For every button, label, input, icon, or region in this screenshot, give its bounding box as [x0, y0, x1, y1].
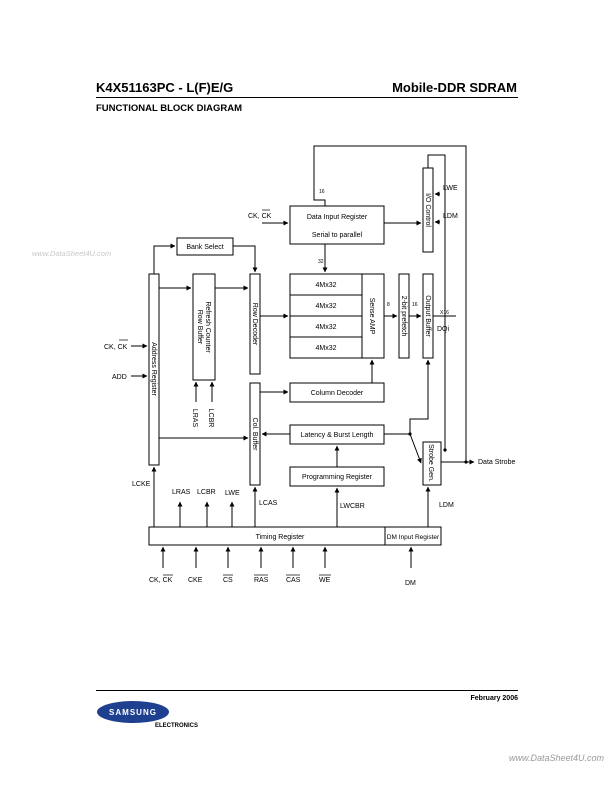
- wire: [409, 433, 422, 464]
- header-rule: [96, 97, 518, 98]
- wire: [233, 245, 258, 273]
- latency-burst-label: Latency & Burst Length: [301, 432, 374, 439]
- io-control-label: I/O Control: [424, 193, 431, 227]
- junction-dot: [408, 432, 412, 436]
- lras-rc-label: LRAS: [191, 409, 198, 428]
- dqi-label: DQi: [437, 326, 450, 333]
- row-buffer-label: Row Buffer: [196, 310, 203, 345]
- input-cke-label: CKE: [188, 577, 203, 584]
- data-input-register-label: Data Input Register: [307, 214, 368, 221]
- column-decoder-label: Column Decoder: [311, 390, 364, 397]
- wire: [384, 359, 431, 435]
- lcke-label: LCKE: [132, 481, 151, 488]
- io-feedback-wire: [427, 154, 446, 450]
- input-cs-label: CS: [223, 577, 233, 584]
- junction-dot: [443, 448, 447, 452]
- bus-width-label: 16: [319, 189, 325, 195]
- watermark-bottom: www.DataSheet4U.com: [508, 753, 604, 763]
- input-ck-label: CK, CK: [149, 577, 173, 584]
- strobe-gen-box: [422, 441, 442, 486]
- samsung-logo-ellipse: [97, 701, 169, 723]
- bus-width-label: X16: [440, 310, 449, 316]
- refresh-counter-label: Refresh Counter: [204, 301, 211, 353]
- input-ras-label: RAS: [254, 577, 269, 584]
- strobe-gen-label: Strobe Gen.: [427, 444, 434, 482]
- sense-amp-label: Sense AMP: [368, 298, 375, 335]
- footer-rule: [96, 690, 518, 691]
- data-input-register-box: [289, 205, 385, 245]
- prefetch-label: 2-bit prefetch: [400, 296, 407, 337]
- bus-width-label: 16: [412, 302, 418, 308]
- col-buffer-label: Col. Buffer: [251, 418, 258, 452]
- address-register-label: Address Register: [150, 342, 157, 396]
- junction-dot: [464, 460, 468, 464]
- row-decoder-label: Row Decoder: [251, 303, 258, 346]
- watermark-left: www.DataSheet4U.com: [32, 249, 112, 258]
- data-strobe-label: Data Strobe: [478, 459, 515, 466]
- row-decoder-box: [249, 273, 261, 375]
- samsung-logo: SAMSUNG ELECTRONICS: [97, 701, 198, 729]
- top-loop-wire: [313, 145, 467, 462]
- memory-bank-label: 4Mx32: [315, 345, 336, 352]
- ldm-label: LDM: [443, 213, 458, 220]
- lwcbr-label: LWCBR: [340, 503, 365, 510]
- lwe-low-label: LWE: [225, 490, 240, 497]
- refresh-counter-box: [192, 273, 216, 381]
- wire: [153, 243, 176, 274]
- lcas-label: LCAS: [259, 500, 278, 507]
- ck-top-label: CK, CK: [248, 213, 272, 220]
- bus-width-label: 8: [387, 302, 390, 308]
- dm-input-register-label: DM Input Register: [387, 534, 440, 541]
- part-number: K4X51163PC - L(F)E/G: [96, 80, 234, 95]
- programming-register-label: Programming Register: [302, 474, 373, 481]
- data-input-register-sublabel: Serial to parallel: [312, 232, 363, 239]
- footer-date: February 2006: [470, 695, 518, 702]
- section-title: FUNCTIONAL BLOCK DIAGRAM: [96, 103, 243, 114]
- timing-register-label: Timing Register: [256, 534, 305, 541]
- lras-label: LRAS: [172, 489, 191, 496]
- column-decoder-box: [289, 382, 385, 403]
- lwe-label: LWE: [443, 185, 458, 192]
- input-dm-label: DM: [405, 580, 416, 587]
- dm-input-register-box: [384, 526, 442, 546]
- input-we-label: WE: [319, 577, 331, 584]
- memory-bank-label: 4Mx32: [315, 303, 336, 310]
- col-buffer-box: [249, 382, 261, 486]
- memory-bank-label: 4Mx32: [315, 282, 336, 289]
- bank-select-label: Bank Select: [186, 244, 223, 251]
- output-buffer-label: Output Buffer: [424, 295, 431, 337]
- lcbr-rc-label: LCBR: [207, 409, 214, 428]
- samsung-logo-text: SAMSUNG: [109, 708, 157, 717]
- add-label: ADD: [112, 374, 127, 381]
- bus-width-label: 32: [318, 259, 324, 265]
- ck-left-label: CK, CK: [104, 344, 128, 351]
- lcbr-label: LCBR: [197, 489, 216, 496]
- product-name: Mobile-DDR SDRAM: [392, 80, 517, 95]
- input-cas-label: CAS: [286, 577, 301, 584]
- ldm-lower-label: LDM: [439, 502, 454, 509]
- memory-bank-label: 4Mx32: [315, 324, 336, 331]
- samsung-electronics-text: ELECTRONICS: [155, 723, 198, 729]
